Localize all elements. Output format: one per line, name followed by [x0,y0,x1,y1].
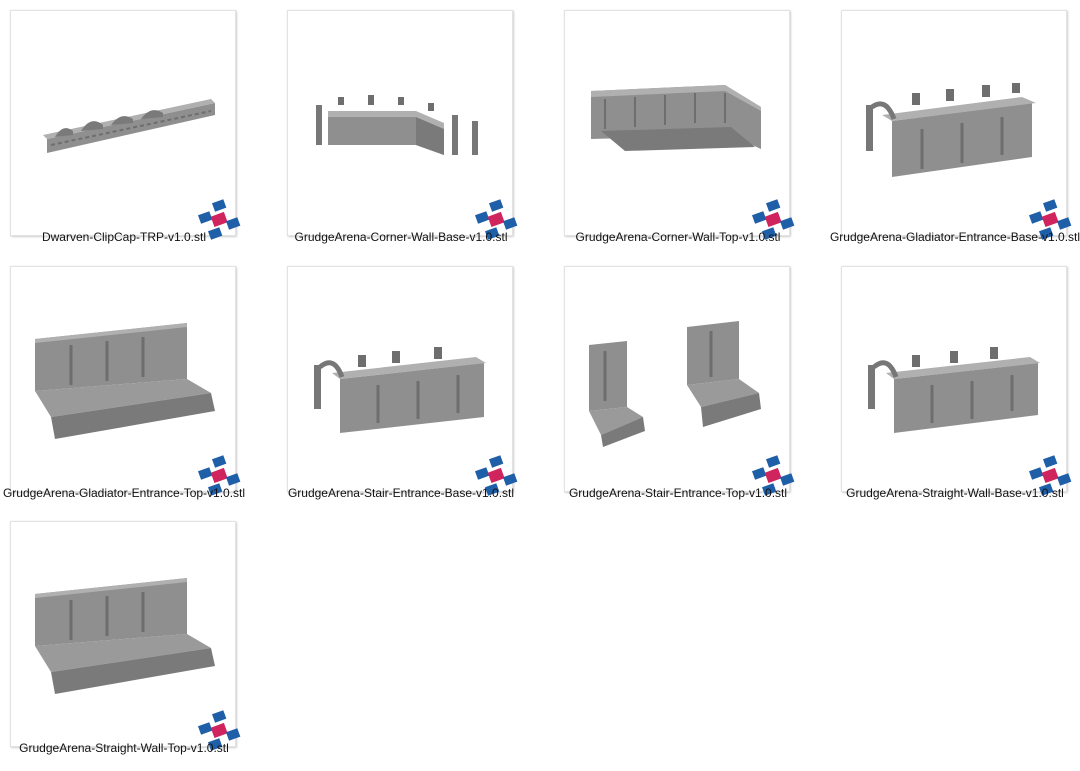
app-badge-icon [474,199,518,240]
app-badge-icon [197,455,241,496]
file-item[interactable]: GrudgeArena-Gladiator-Entrance-Base-v1.0… [830,0,1080,248]
file-name-label[interactable]: GrudgeArena-Corner-Wall-Top-v1.0.stl [575,230,781,244]
app-badge-icon [1028,455,1072,496]
app-badge-icon [751,455,795,496]
app-badge-icon [1028,199,1072,240]
straight-wall-base-model-icon [868,347,1040,433]
thumbnail[interactable] [287,266,518,496]
app-badge-icon [474,455,518,496]
thumbnail[interactable] [10,10,241,240]
file-name-label[interactable]: Dwarven-ClipCap-TRP-v1.0.stl [41,230,207,244]
stair-entrance-top-model-icon [589,321,761,447]
file-item[interactable]: GrudgeArena-Gladiator-Entrance-Top-v1.0.… [0,256,260,504]
thumbnail[interactable] [841,10,1072,240]
thumbnail[interactable] [10,266,241,496]
gladiator-entrance-base-model-icon [866,83,1036,177]
thumbnail[interactable] [564,10,795,240]
file-item[interactable]: GrudgeArena-Straight-Wall-Base-v1.0.stl [831,256,1080,504]
file-item[interactable]: GrudgeArena-Corner-Wall-Base-v1.0.stl [277,0,537,248]
file-name-label[interactable]: GrudgeArena-Gladiator-Entrance-Base-v1.0… [829,230,1080,244]
file-name-label[interactable]: GrudgeArena-Straight-Wall-Base-v1.0.stl [846,486,1064,500]
app-badge-icon [197,199,241,240]
stair-entrance-base-model-icon [314,347,486,433]
file-item[interactable]: GrudgeArena-Stair-Entrance-Top-v1.0.stl [554,256,814,504]
corner-wall-top-model-icon [591,85,761,151]
thumbnail[interactable] [287,10,518,240]
file-item[interactable]: GrudgeArena-Straight-Wall-Top-v1.0.stl [0,511,260,759]
file-name-label[interactable]: GrudgeArena-Corner-Wall-Base-v1.0.stl [294,230,508,244]
file-name-label[interactable]: GrudgeArena-Gladiator-Entrance-Top-v1.0.… [2,486,246,500]
app-badge-icon [197,710,241,751]
straight-wall-top-model-icon [35,578,215,694]
gladiator-entrance-top-model-icon [35,323,215,439]
file-name-label[interactable]: GrudgeArena-Stair-Entrance-Base-v1.0.stl [287,486,515,500]
thumbnail[interactable] [564,266,795,496]
file-item[interactable]: Dwarven-ClipCap-TRP-v1.0.stl [0,0,260,248]
file-item[interactable]: GrudgeArena-Stair-Entrance-Base-v1.0.stl [277,256,537,504]
clipcap-model-icon [43,99,215,153]
thumbnail[interactable] [10,521,241,751]
app-badge-icon [751,199,795,240]
thumbnail[interactable] [841,266,1072,496]
file-item[interactable]: GrudgeArena-Corner-Wall-Top-v1.0.stl [554,0,814,248]
file-name-label[interactable]: GrudgeArena-Stair-Entrance-Top-v1.0.stl [568,486,788,500]
file-name-label[interactable]: GrudgeArena-Straight-Wall-Top-v1.0.stl [19,741,229,755]
corner-wall-base-model-icon [316,95,478,155]
